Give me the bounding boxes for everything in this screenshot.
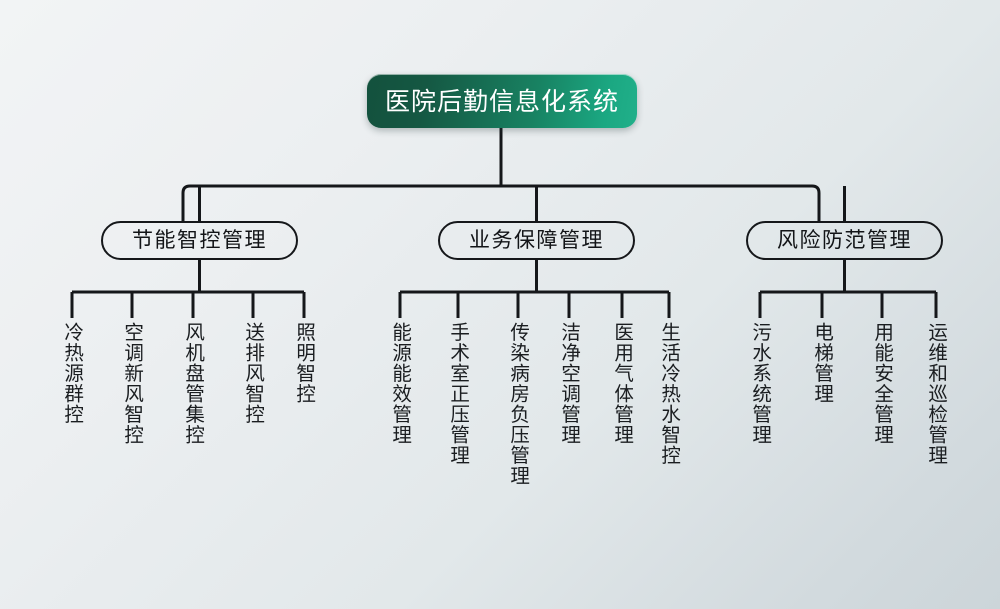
leaf-node[interactable]: 送排风智控	[241, 322, 265, 425]
leaf-node[interactable]: 传染病房负压管理	[506, 322, 530, 486]
root-node[interactable]: 医院后勤信息化系统	[367, 74, 637, 128]
leaf-node[interactable]: 电梯管理	[810, 322, 834, 404]
leaf-node[interactable]: 污水系统管理	[748, 322, 772, 445]
leaf-node[interactable]: 用能安全管理	[870, 322, 894, 445]
branch-node-label: 风险防范管理	[777, 228, 912, 252]
branch-node-risk-prevention[interactable]: 风险防范管理	[746, 221, 943, 260]
branch-node-business-support[interactable]: 业务保障管理	[438, 221, 635, 260]
connector-root-spine	[181, 184, 821, 221]
branch-node-label: 节能智控管理	[132, 228, 267, 252]
leaf-node[interactable]: 风机盘管集控	[181, 322, 205, 445]
leaf-node[interactable]: 照明智控	[292, 322, 316, 404]
branch-node-label: 业务保障管理	[469, 228, 604, 252]
root-node-label: 医院后勤信息化系统	[384, 86, 619, 116]
branch-node-energy-saving[interactable]: 节能智控管理	[101, 221, 298, 260]
leaf-node[interactable]: 能源能效管理	[388, 322, 412, 445]
leaf-node[interactable]: 洁净空调管理	[557, 322, 581, 445]
leaf-node[interactable]: 生活冷热水智控	[657, 322, 681, 466]
leaf-node[interactable]: 运维和巡检管理	[924, 322, 948, 466]
leaf-node[interactable]: 手术室正压管理	[446, 322, 470, 466]
leaf-node[interactable]: 空调新风智控	[120, 322, 144, 445]
leaf-node[interactable]: 冷热源群控	[60, 322, 84, 425]
leaf-node[interactable]: 医用气体管理	[610, 322, 634, 445]
